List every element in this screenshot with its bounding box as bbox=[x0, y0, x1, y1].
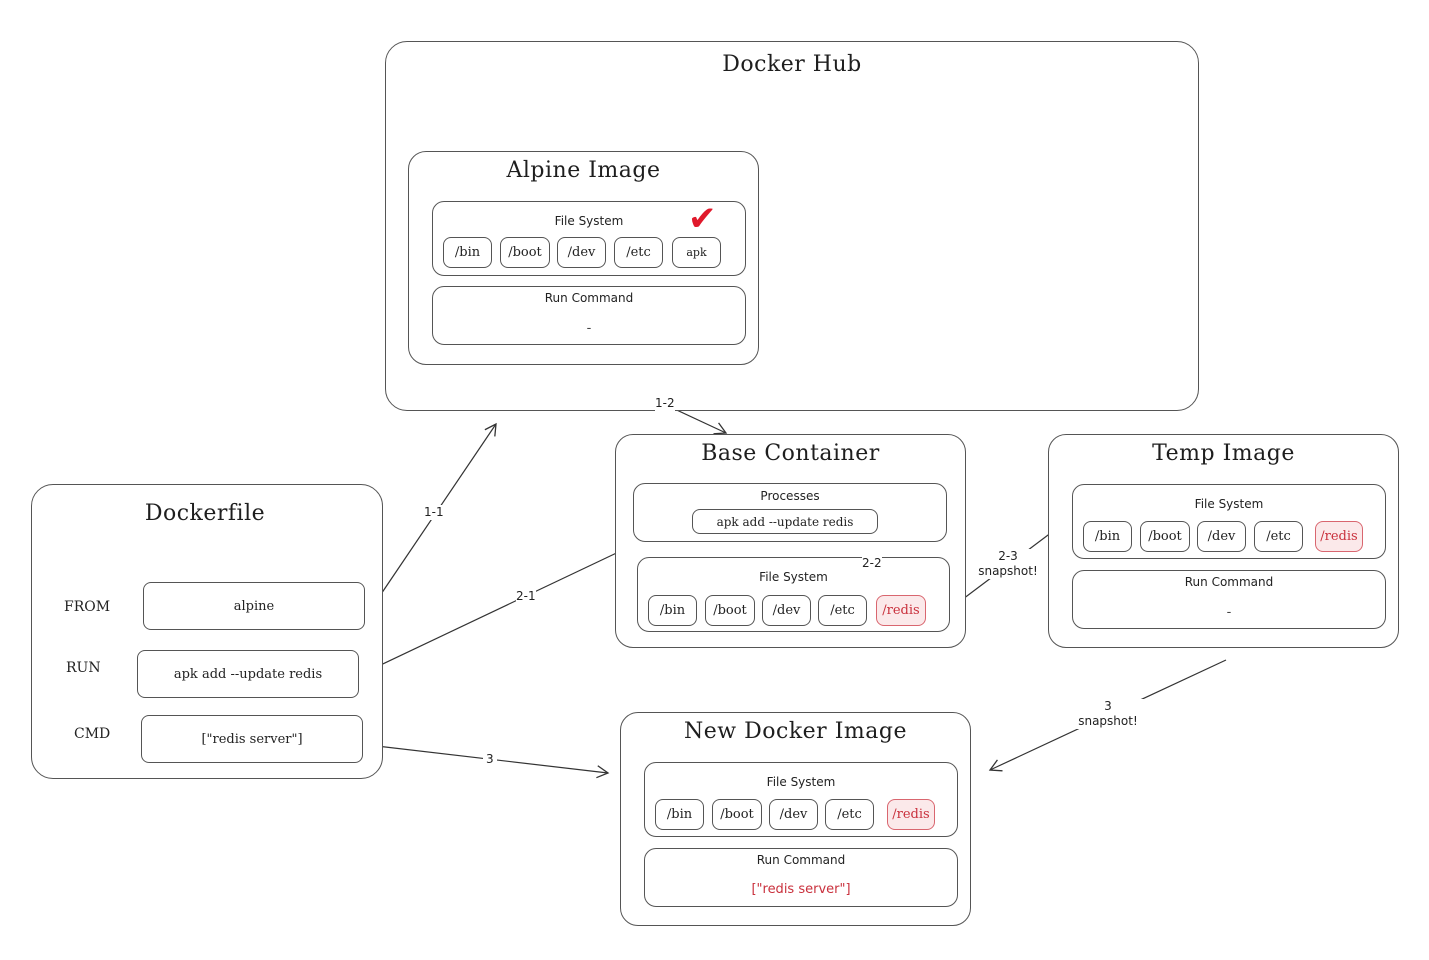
dockerfile-cmd-value: ["redis server"] bbox=[141, 715, 363, 763]
new-run-box: Run Command ["redis server"] bbox=[644, 848, 958, 907]
alpine-image-box: Alpine Image File System /bin /boot /dev… bbox=[408, 151, 759, 365]
alpine-fs-apk: apk bbox=[672, 237, 721, 268]
temp-fs-label: File System bbox=[1194, 497, 1264, 511]
new-fs-redis: /redis bbox=[887, 799, 935, 830]
new-image-box: New Docker Image File System /bin /boot … bbox=[620, 712, 971, 926]
new-fs-etc: /etc bbox=[825, 799, 874, 830]
arrow-2-1-label: 2-1 bbox=[516, 589, 536, 604]
arrow-3-snapshot-text: snapshot! bbox=[1078, 714, 1138, 728]
base-process-item: apk add --update redis bbox=[692, 509, 878, 534]
arrow-3-label: 3 bbox=[483, 752, 497, 767]
arrow-3-snapshot-label: 3 snapshot! bbox=[1072, 699, 1144, 729]
dockerfile-title: Dockerfile bbox=[144, 501, 266, 526]
new-run-label: Run Command bbox=[756, 853, 846, 867]
base-fs-etc: /etc bbox=[818, 595, 867, 626]
temp-fs-box: File System /bin /boot /dev /etc /redis bbox=[1072, 484, 1386, 559]
base-container-box: Base Container Processes apk add --updat… bbox=[615, 434, 966, 648]
check-icon: ✔ bbox=[688, 199, 717, 239]
temp-run-value: - bbox=[1226, 605, 1232, 620]
new-fs-dev: /dev bbox=[769, 799, 818, 830]
dockerfile-box: Dockerfile FROM alpine RUN apk add --upd… bbox=[31, 484, 383, 779]
base-fs-boot: /boot bbox=[705, 595, 755, 626]
base-processes-box: Processes apk add --update redis bbox=[633, 483, 947, 542]
new-fs-boot: /boot bbox=[712, 799, 762, 830]
alpine-run-value: - bbox=[586, 321, 592, 336]
new-image-title: New Docker Image bbox=[684, 719, 907, 744]
arrow-2-3-text: snapshot! bbox=[978, 564, 1038, 578]
temp-fs-dev: /dev bbox=[1197, 521, 1246, 552]
temp-fs-boot: /boot bbox=[1140, 521, 1190, 552]
alpine-run-label: Run Command bbox=[544, 291, 634, 305]
alpine-fs-box: File System /bin /boot /dev /etc apk bbox=[432, 201, 746, 276]
dockerfile-run-value: apk add --update redis bbox=[137, 650, 359, 698]
temp-run-box: Run Command - bbox=[1072, 570, 1386, 629]
base-fs-dev: /dev bbox=[762, 595, 811, 626]
alpine-fs-label: File System bbox=[554, 214, 624, 228]
new-fs-bin: /bin bbox=[655, 799, 704, 830]
base-fs-label: File System bbox=[759, 570, 828, 584]
temp-image-title: Temp Image bbox=[1152, 441, 1295, 466]
alpine-image-title: Alpine Image bbox=[506, 158, 661, 183]
base-fs-redis: /redis bbox=[876, 595, 926, 626]
base-fs-box: File System /bin /boot /dev /etc /redis bbox=[637, 557, 950, 632]
dockerfile-cmd-keyword: CMD bbox=[74, 726, 111, 742]
arrow-1-2-label: 1-2 bbox=[655, 396, 675, 411]
alpine-run-box: Run Command - bbox=[432, 286, 746, 345]
temp-fs-bin: /bin bbox=[1083, 521, 1132, 552]
temp-run-label: Run Command bbox=[1184, 575, 1274, 589]
temp-fs-etc: /etc bbox=[1254, 521, 1303, 552]
arrow-2-2-label: 2-2 bbox=[862, 556, 882, 571]
new-fs-label: File System bbox=[766, 775, 836, 789]
new-fs-box: File System /bin /boot /dev /etc /redis bbox=[644, 762, 958, 837]
alpine-fs-bin: /bin bbox=[443, 237, 492, 268]
arrow-1-1-label: 1-1 bbox=[424, 505, 444, 520]
docker-hub-title: Docker Hub bbox=[722, 52, 862, 77]
arrow-2-3-label: 2-3 snapshot! bbox=[972, 549, 1044, 579]
alpine-fs-dev: /dev bbox=[557, 237, 606, 268]
dockerfile-from-keyword: FROM bbox=[64, 599, 111, 615]
arrow-2-3-number: 2-3 bbox=[998, 549, 1018, 563]
temp-fs-redis: /redis bbox=[1315, 521, 1363, 552]
base-processes-label: Processes bbox=[760, 489, 820, 503]
new-run-value: ["redis server"] bbox=[751, 882, 851, 897]
alpine-fs-etc: /etc bbox=[614, 237, 663, 268]
base-container-title: Base Container bbox=[701, 441, 880, 466]
temp-image-box: Temp Image File System /bin /boot /dev /… bbox=[1048, 434, 1399, 648]
alpine-fs-boot: /boot bbox=[500, 237, 550, 268]
arrow-3-snapshot-number: 3 bbox=[1104, 699, 1112, 713]
base-fs-bin: /bin bbox=[648, 595, 697, 626]
dockerfile-run-keyword: RUN bbox=[66, 660, 101, 676]
dockerfile-from-value: alpine bbox=[143, 582, 365, 630]
